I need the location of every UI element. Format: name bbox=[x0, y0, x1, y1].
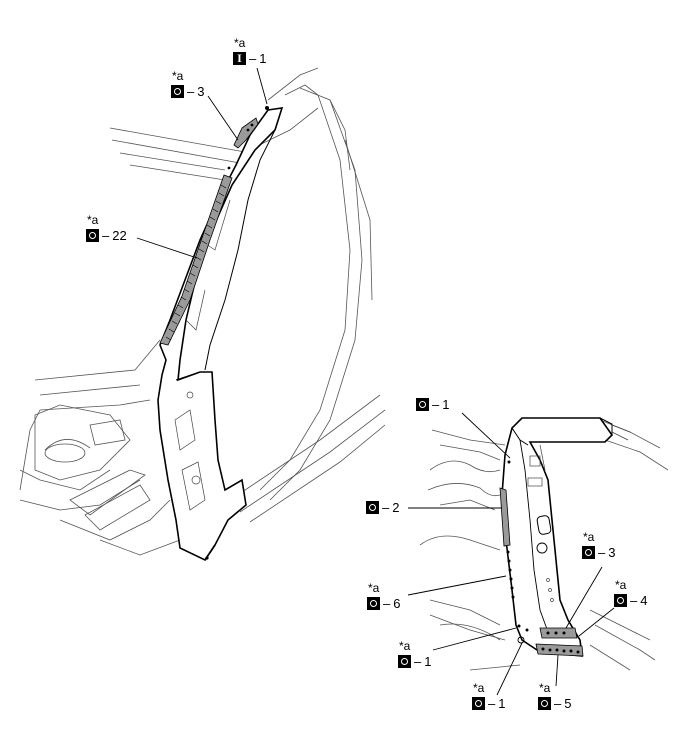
circle-icon bbox=[472, 697, 485, 710]
callout-note-mark: *a bbox=[368, 581, 380, 595]
callout-number: 6 bbox=[393, 596, 401, 611]
callout-number: 2 bbox=[392, 500, 400, 515]
callout-circle-5: *a –5 bbox=[538, 681, 572, 711]
callout-note-mark: *a bbox=[87, 213, 99, 227]
callout-circle-1-left: *a –1 bbox=[398, 639, 432, 669]
weld-strip-5 bbox=[535, 643, 584, 657]
weld-strip-2 bbox=[499, 487, 511, 547]
circle-icon bbox=[366, 501, 379, 514]
callout-ibar-1: *a –1 bbox=[233, 36, 266, 66]
callout-number: 1 bbox=[259, 51, 267, 66]
callout-note-mark: *a bbox=[583, 530, 595, 544]
callout-circle-3-right: *a –3 bbox=[582, 530, 616, 560]
callout-number: 4 bbox=[640, 593, 648, 608]
weld-strip-3 bbox=[539, 627, 578, 639]
callout-circle-4: *a –4 bbox=[614, 578, 648, 608]
callout-number: 3 bbox=[197, 84, 205, 99]
right-background-structure bbox=[419, 419, 669, 671]
callout-note-mark: *a bbox=[172, 69, 184, 83]
circle-icon bbox=[367, 597, 380, 610]
callout-note-mark: *a bbox=[615, 578, 627, 592]
circle-icon bbox=[614, 594, 627, 607]
callout-number: 1 bbox=[442, 397, 450, 412]
circle-icon bbox=[582, 546, 595, 559]
callout-number: 1 bbox=[424, 654, 432, 669]
ibar-icon bbox=[233, 51, 246, 66]
callout-circle-22: *a –22 bbox=[86, 213, 127, 243]
callout-note-mark: *a bbox=[234, 36, 246, 50]
callout-number: 3 bbox=[608, 545, 616, 560]
left-background-structure bbox=[19, 67, 386, 556]
weld-seam-strip-22 bbox=[159, 174, 233, 346]
circle-icon bbox=[86, 229, 99, 242]
a-pillar-outline bbox=[157, 107, 284, 562]
circle-icon bbox=[416, 398, 429, 411]
right-b-pillar bbox=[499, 417, 631, 657]
circle-icon bbox=[171, 85, 184, 98]
callout-circle-1-top: –1 bbox=[416, 397, 449, 412]
left-a-pillar bbox=[157, 106, 284, 562]
callout-note-mark: *a bbox=[539, 681, 551, 695]
callout-number: 1 bbox=[498, 696, 506, 711]
left-leader-lines bbox=[136, 67, 268, 259]
b-pillar-outline bbox=[501, 417, 614, 657]
circle-icon bbox=[398, 655, 411, 668]
callout-note-mark: *a bbox=[399, 639, 411, 653]
callout-circle-1-bottom: *a –1 bbox=[472, 681, 506, 711]
callout-note-mark: *a bbox=[473, 681, 485, 695]
callout-circle-3-left: *a –3 bbox=[171, 69, 205, 99]
callout-number: 5 bbox=[564, 696, 572, 711]
callout-circle-6: *a –6 bbox=[367, 581, 401, 611]
callout-number: 22 bbox=[112, 228, 127, 243]
callout-circle-2: –2 bbox=[366, 500, 399, 515]
right-leader-lines bbox=[407, 412, 615, 696]
circle-icon bbox=[538, 697, 551, 710]
